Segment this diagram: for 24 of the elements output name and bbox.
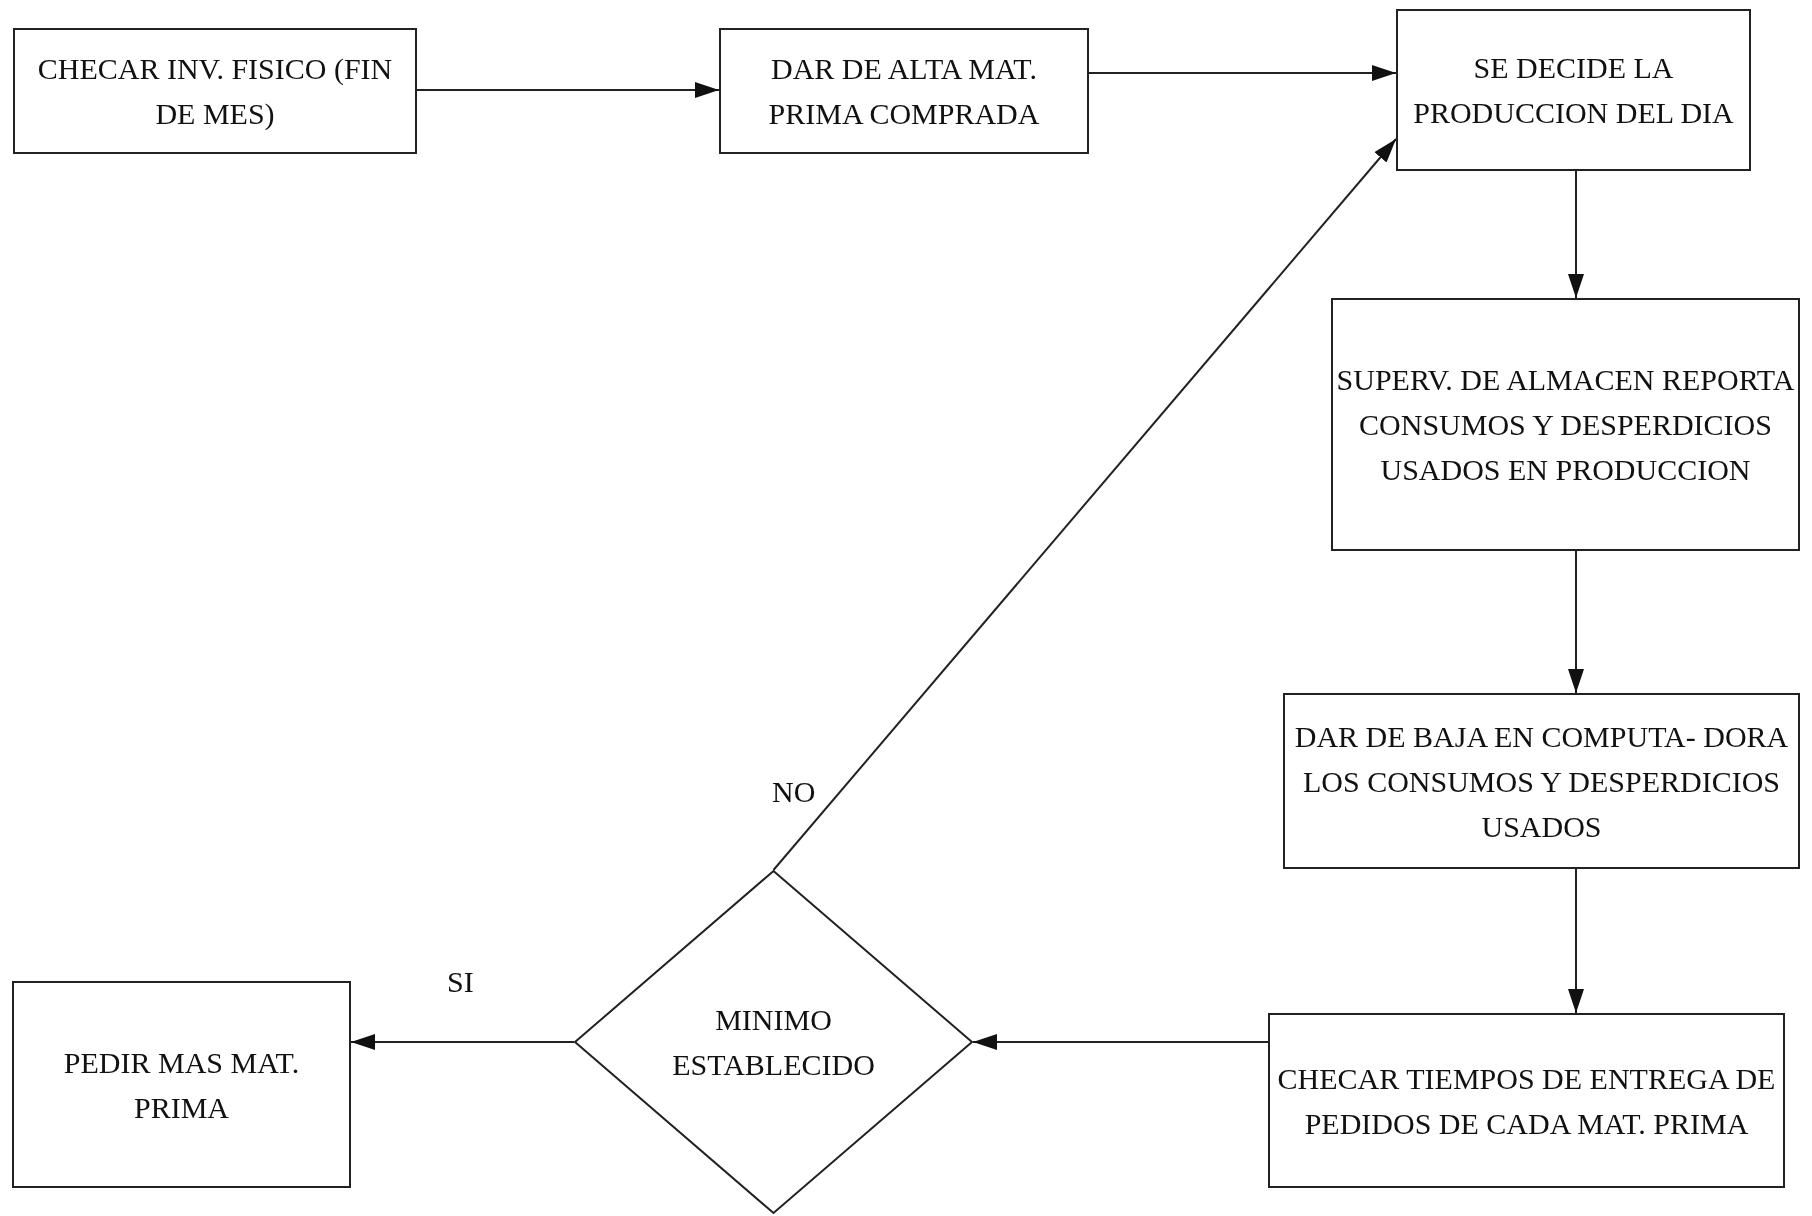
process-box [12, 981, 351, 1188]
arrow [1088, 65, 1397, 81]
arrow [772, 138, 1397, 871]
arrow [416, 82, 720, 98]
arrow [1568, 868, 1584, 1014]
node-text: MINIMO ESTABLECIDO [671, 1002, 876, 1083]
arrow [972, 1034, 1269, 1050]
arrow [1568, 170, 1584, 299]
node-text: SE DECIDE LA PRODUCCION DEL DIA [1412, 50, 1735, 131]
process-box [1283, 693, 1800, 869]
node-text: CHECAR INV. FISICO (FIN DE MES) [36, 51, 394, 132]
node-text: DAR DE ALTA MAT. PRIMA COMPRADA [767, 51, 1041, 132]
process-box [719, 28, 1089, 154]
arrow [350, 1034, 575, 1050]
arrow [1568, 550, 1584, 694]
process-box [1331, 298, 1800, 551]
node-text: SUPERV. DE ALMACEN REPORTA CONSUMOS Y DESPERDICIOS USADOS EN PRODUCCION [1335, 362, 1796, 488]
process-box [13, 28, 417, 154]
node-text: CHECAR TIEMPOS DE ENTREGA DE PEDIDOS DE CADA MAT. PRIMA [1276, 1060, 1777, 1142]
node-text: PEDIR MAS MAT. PRIMA [62, 1044, 301, 1126]
decision-diamond [574, 870, 973, 1214]
process-box [1396, 9, 1751, 171]
node-text: DAR DE BAJA EN COMPUTA- DORA LOS CONSUMOS Y DESPERDICIOS USADOS [1293, 718, 1790, 845]
process-box [1268, 1013, 1785, 1188]
